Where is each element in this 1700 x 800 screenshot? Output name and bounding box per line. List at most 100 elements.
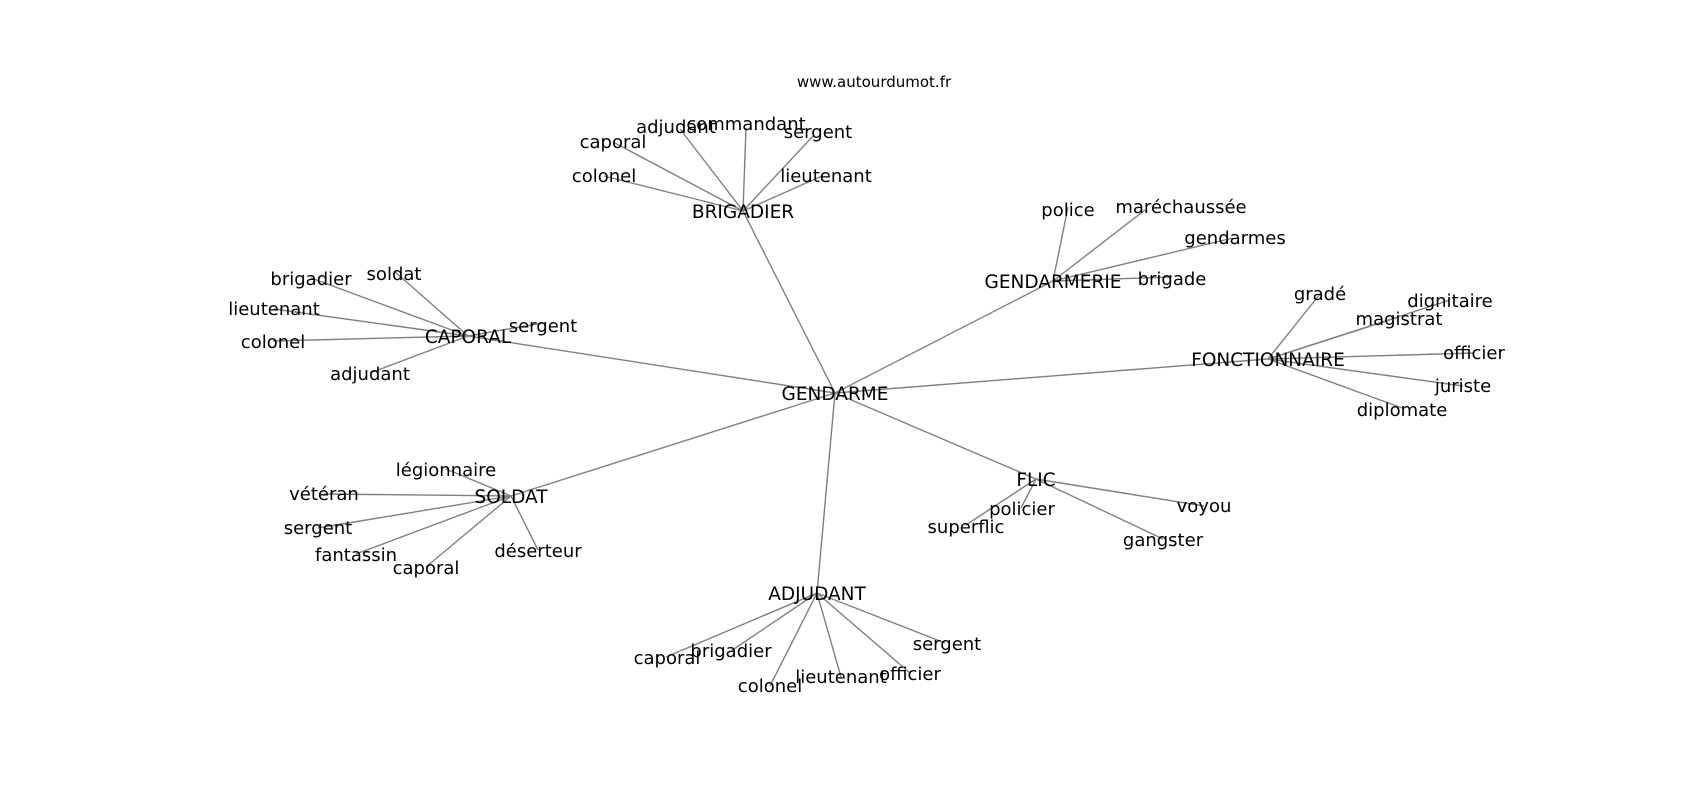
fonctionnaire-edges [1267, 293, 1475, 409]
hub-caporal: CAPORAL [425, 327, 512, 348]
edge-soldat-fantassin [355, 495, 512, 555]
leaf-caporal-brigadier: brigadier [270, 269, 352, 290]
edge-gendarmerie-marechaussee [1052, 209, 1146, 282]
edge-adjudant-lieutenant [816, 592, 842, 678]
edge-fonctionnaire-diplomate [1267, 358, 1403, 409]
leaf-brigadier-commandant: commandant [686, 114, 805, 135]
leaf-brigadier-colonel: colonel [572, 166, 636, 187]
adjudant-edges [665, 592, 946, 687]
edge-caporal-colonel [272, 335, 469, 342]
edge-center-brigadier [742, 210, 836, 394]
leaf-gendarmerie-gendarmes: gendarmes [1184, 228, 1285, 249]
leaf-adjudant-officier: officier [879, 664, 941, 685]
edge-flic-policier [1020, 478, 1037, 509]
leaf-caporal-soldat: soldat [367, 264, 422, 285]
edge-fonctionnaire-grade [1267, 293, 1321, 360]
hub-fonctionnaire: FONCTIONNAIRE [1191, 350, 1345, 371]
leaf-soldat-veteran: vétéran [289, 484, 359, 505]
leaf-fonctionnaire-officier: officier [1443, 343, 1505, 364]
leaf-fonctionnaire-dignitaire: dignitaire [1407, 291, 1492, 312]
edge-center-soldat [510, 392, 836, 497]
leaf-soldat-caporal: caporal [393, 558, 460, 579]
leaf-caporal-adjudant: adjudant [330, 364, 410, 385]
leaf-soldat-deserteur: déserteur [494, 541, 582, 562]
brigadier-edges [603, 127, 823, 212]
edge-center-adjudant [816, 392, 836, 594]
edge-brigadier-adjudant [679, 128, 744, 212]
edge-caporal-sergent [467, 322, 544, 337]
edge-soldat-veteran [323, 493, 512, 497]
edge-adjudant-colonel [769, 592, 818, 687]
leaf-caporal-lieutenant: lieutenant [228, 299, 320, 320]
edge-gendarmerie-brigade [1052, 276, 1173, 282]
leaf-caporal-colonel: colonel [241, 332, 305, 353]
edge-adjudant-officier [816, 592, 911, 674]
edge-flic-voyou [1035, 478, 1205, 507]
edge-soldat-sergent [317, 495, 512, 529]
leaf-adjudant-sergent: sergent [913, 634, 982, 655]
leaf-soldat-fantassin: fantassin [315, 545, 397, 566]
edge-center-flic [834, 392, 1037, 480]
edge-fonctionnaire-magistrat [1267, 316, 1400, 360]
edge-caporal-soldat [393, 270, 469, 337]
edge-brigadier-caporal [612, 141, 744, 212]
leaf-soldat-sergent: sergent [284, 518, 353, 539]
edge-brigadier-colonel [603, 175, 744, 212]
leaf-adjudant-colonel: colonel [738, 676, 802, 697]
edge-flic-gangster [1035, 478, 1164, 540]
edge-fonctionnaire-juriste [1267, 358, 1464, 387]
edge-center-gendarmerie [834, 280, 1054, 394]
leaf-adjudant-lieutenant: lieutenant [795, 667, 887, 688]
edge-adjudant-sergent [816, 592, 946, 644]
leaf-flic-policier: policier [989, 499, 1055, 520]
hub-soldat: SOLDAT [474, 487, 548, 508]
leaf-fonctionnaire-juriste: juriste [1434, 376, 1491, 397]
edge-caporal-lieutenant [273, 308, 469, 337]
edge-soldat-caporal [425, 495, 512, 568]
leaf-fonctionnaire-magistrat: magistrat [1356, 309, 1443, 330]
hub-flic: FLIC [1016, 470, 1055, 491]
edge-brigadier-sergent [742, 135, 814, 212]
source-attribution: www.autourdumot.fr [797, 73, 952, 91]
leaf-adjudant-caporal: caporal [634, 648, 701, 669]
leaf-brigadier-lieutenant: lieutenant [780, 166, 872, 187]
edge-caporal-adjudant [369, 335, 469, 374]
edge-flic-superflic [965, 478, 1037, 526]
edge-center-caporal [467, 335, 836, 394]
hub-edges [467, 210, 1269, 594]
leaf-flic-voyou: voyou [1177, 496, 1232, 517]
leaf-adjudant-brigadier: brigadier [690, 641, 772, 662]
leaf-brigadier-caporal: caporal [580, 132, 647, 153]
edge-brigadier-lieutenant [742, 175, 823, 212]
edge-gendarmerie-police [1052, 206, 1069, 282]
leaf-brigadier-sergent: sergent [784, 122, 853, 143]
caporal-edges [272, 270, 544, 374]
leaf-gendarmerie-police: police [1041, 200, 1094, 221]
edge-fonctionnaire-officier [1267, 352, 1475, 360]
soldat-edges [317, 468, 539, 568]
leaf-brigadier-adjudant: adjudant [636, 117, 716, 138]
edge-center-fonctionnaire [834, 358, 1269, 394]
leaf-fonctionnaire-diplomate: diplomate [1357, 400, 1448, 421]
leaf-soldat-legionnaire: légionnaire [396, 460, 496, 481]
edge-brigadier-commandant [742, 127, 747, 212]
flic-edges [965, 478, 1205, 540]
edge-adjudant-caporal [665, 592, 818, 658]
leaf-gendarmerie-brigade: brigade [1138, 269, 1207, 290]
leaf-flic-gangster: gangster [1123, 530, 1204, 551]
leaf-flic-superflic: superflic [928, 517, 1005, 538]
hub-brigadier: BRIGADIER [692, 202, 794, 223]
gendarmerie-edges [1052, 206, 1234, 282]
edge-adjudant-brigadier [730, 592, 818, 652]
edge-gendarmerie-gendarmes [1052, 237, 1234, 282]
center-node: GENDARME [782, 384, 889, 405]
leaf-fonctionnaire-grade: gradé [1294, 284, 1346, 305]
edge-soldat-legionnaire [445, 468, 512, 497]
edge-soldat-deserteur [510, 495, 539, 551]
leaf-gendarmerie-marechaussee: maréchaussée [1115, 197, 1246, 218]
leaf-caporal-sergent: sergent [509, 316, 578, 337]
hub-gendarmerie: GENDARMERIE [985, 272, 1122, 293]
edge-caporal-brigadier [310, 277, 469, 337]
hub-adjudant: ADJUDANT [768, 584, 866, 605]
